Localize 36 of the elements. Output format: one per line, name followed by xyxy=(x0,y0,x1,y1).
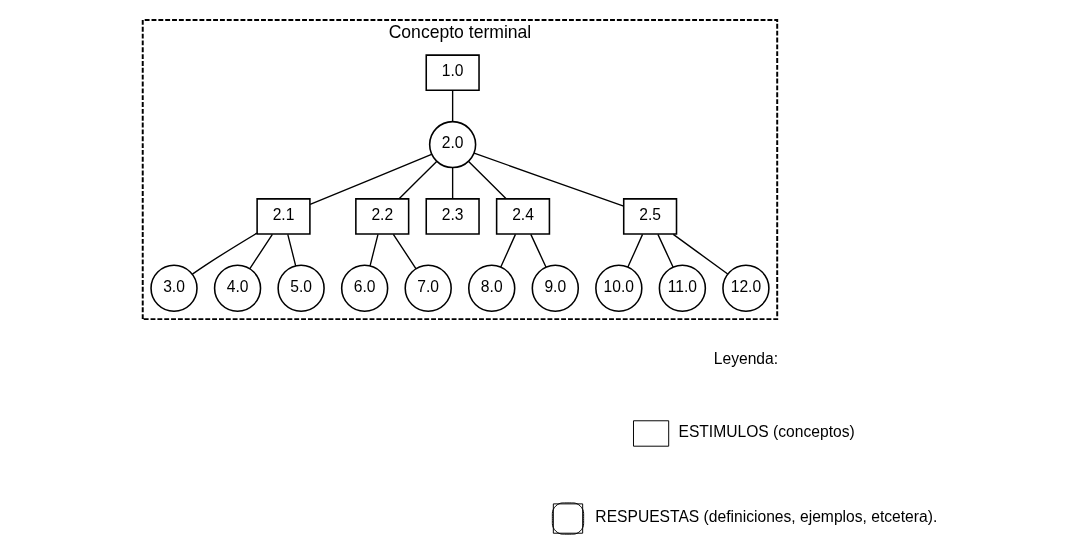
connector xyxy=(500,233,517,268)
connector xyxy=(530,233,547,268)
connector xyxy=(398,160,438,200)
node-circle: 3.0 xyxy=(150,264,198,313)
node-box: 2.3 xyxy=(425,198,480,235)
connector xyxy=(473,152,625,207)
connector xyxy=(451,89,454,123)
node-circle: 6.0 xyxy=(340,264,389,313)
legend-label: ESTIMULOS (conceptos) xyxy=(678,423,855,441)
node-circle: 8.0 xyxy=(468,264,516,313)
label: Leyenda: xyxy=(713,349,779,367)
node-box: 2.1 xyxy=(256,198,311,235)
connector xyxy=(627,233,644,268)
node-circle: 4.0 xyxy=(213,264,262,313)
connector xyxy=(249,233,274,270)
node-box: 2.2 xyxy=(355,198,410,235)
node-circle: 7.0 xyxy=(404,264,452,313)
node-circle: 10.0 xyxy=(595,264,643,313)
node-circle: 11.0 xyxy=(658,264,707,313)
node-circle: 2.0 xyxy=(428,120,477,169)
connector xyxy=(369,233,379,267)
connector xyxy=(191,232,258,275)
node-circle: 12.0 xyxy=(722,264,770,313)
node-box: 2.4 xyxy=(495,198,551,235)
node-circle: 5.0 xyxy=(277,264,325,313)
node-box: 2.5 xyxy=(622,198,678,235)
connector xyxy=(467,160,507,200)
connector xyxy=(451,167,454,200)
legend-label: RESPUESTAS (definiciones, ejemplos, etcetera). xyxy=(595,508,938,526)
connector xyxy=(657,233,674,268)
connector xyxy=(392,233,417,270)
connector xyxy=(672,233,729,275)
node-circle: 9.0 xyxy=(531,264,580,313)
connector xyxy=(309,153,433,206)
node-box: 1.0 xyxy=(425,54,480,92)
connector xyxy=(287,233,297,267)
